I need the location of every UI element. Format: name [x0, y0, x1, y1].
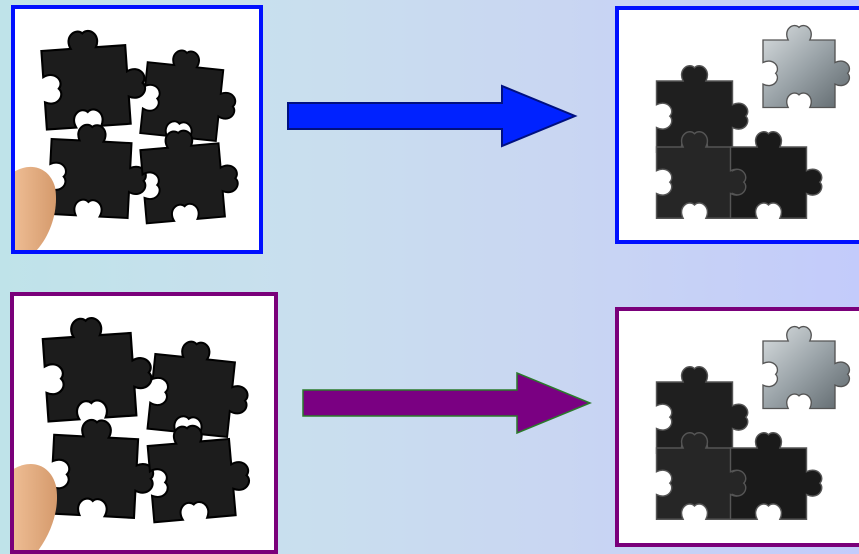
assembled-pieces-illustration — [619, 10, 859, 240]
assembled-puzzle-image-bottom — [615, 307, 859, 547]
finger — [15, 166, 56, 250]
right-arrow-top — [287, 84, 578, 148]
finger — [14, 464, 57, 550]
loose-puzzle-image-top — [11, 5, 263, 254]
loose-puzzle-image-bottom — [10, 292, 278, 554]
loose-pieces-illustration — [15, 9, 259, 250]
loose-pieces-illustration — [14, 296, 274, 550]
assembled-pieces-illustration — [619, 311, 859, 543]
assembled-puzzle-image-top — [615, 6, 859, 244]
right-arrow-bottom — [302, 371, 592, 435]
